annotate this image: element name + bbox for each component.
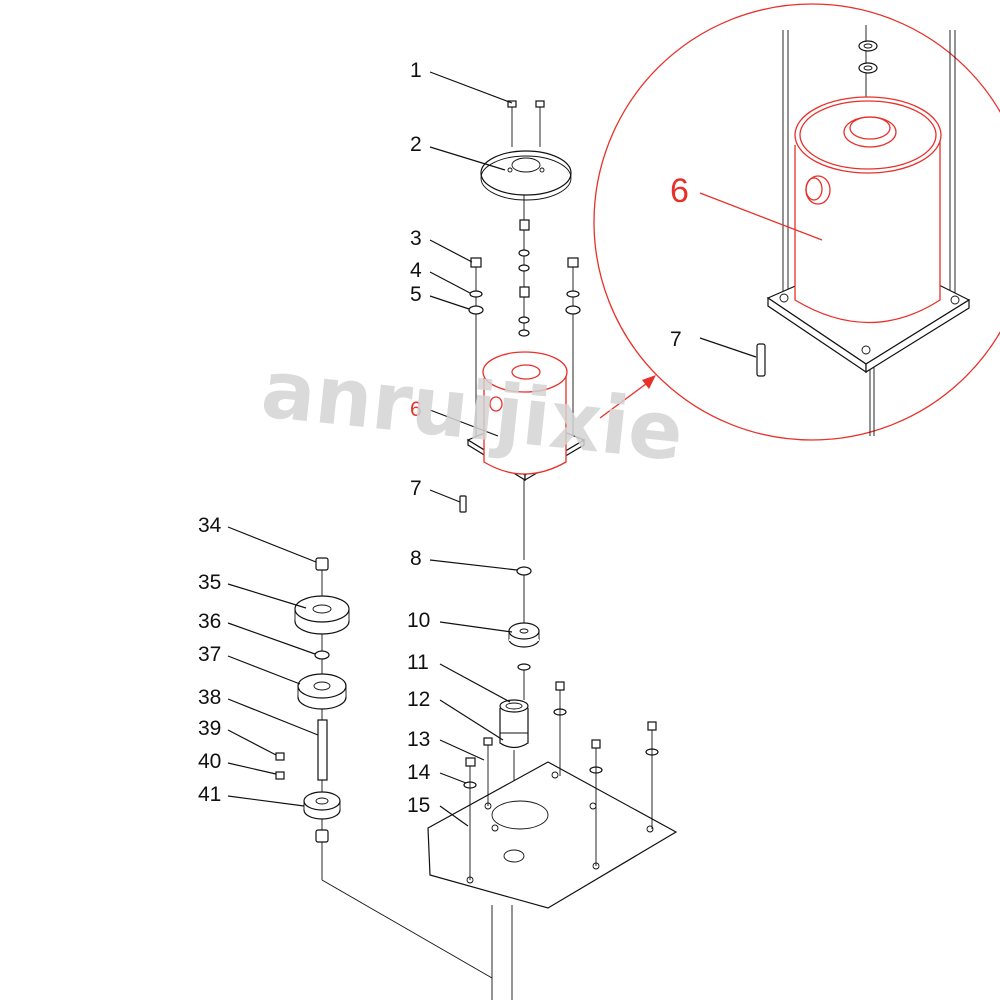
callout-8: 8 [410,547,422,570]
pin-detail [756,343,766,377]
callout-12: 12 [407,688,430,711]
callout-6: 6 [410,398,422,421]
callout-15: 15 [407,794,430,817]
callout-14: 14 [407,761,431,784]
part-8-ring [516,566,532,576]
left-gear-train [275,557,513,1000]
callout-41: 41 [198,783,221,806]
callout-4: 4 [410,259,422,282]
watermark-text: anruijixie [257,342,687,479]
callout-34: 34 [198,514,222,537]
callout-1: 1 [410,59,422,82]
callout-38: 38 [198,686,221,709]
callout-11: 11 [407,651,429,674]
part-12-sleeve [499,699,529,790]
zoom-arrow [599,375,656,419]
part-15-base-plate [427,761,678,909]
callout-40: 40 [198,750,221,773]
leader-lines [227,71,518,827]
detail-label-6: 6 [670,172,689,210]
callout-13: 13 [407,728,430,751]
callout-37: 37 [198,643,221,666]
part-10-pinion [508,622,540,648]
callout-39: 39 [198,717,221,740]
detail-label-7: 7 [670,328,682,351]
callout-labels: 1 2 3 4 5 6 7 8 10 11 12 13 14 15 34 35 … [198,59,431,817]
callout-7: 7 [410,477,422,500]
part-7-pin [459,495,467,513]
detail-magnifier: 6 7 [593,3,1000,441]
part-2-flange [480,150,572,201]
callout-10: 10 [407,609,430,632]
part-1-screws [507,100,545,147]
callout-3: 3 [410,227,422,250]
callout-35: 35 [198,571,221,594]
part-3-5-bolt-stack [468,257,581,440]
part-6-motor [466,351,586,560]
callout-2: 2 [410,133,422,156]
base-bolts [463,681,659,880]
callout-5: 5 [410,283,422,306]
callout-36: 36 [198,610,221,633]
